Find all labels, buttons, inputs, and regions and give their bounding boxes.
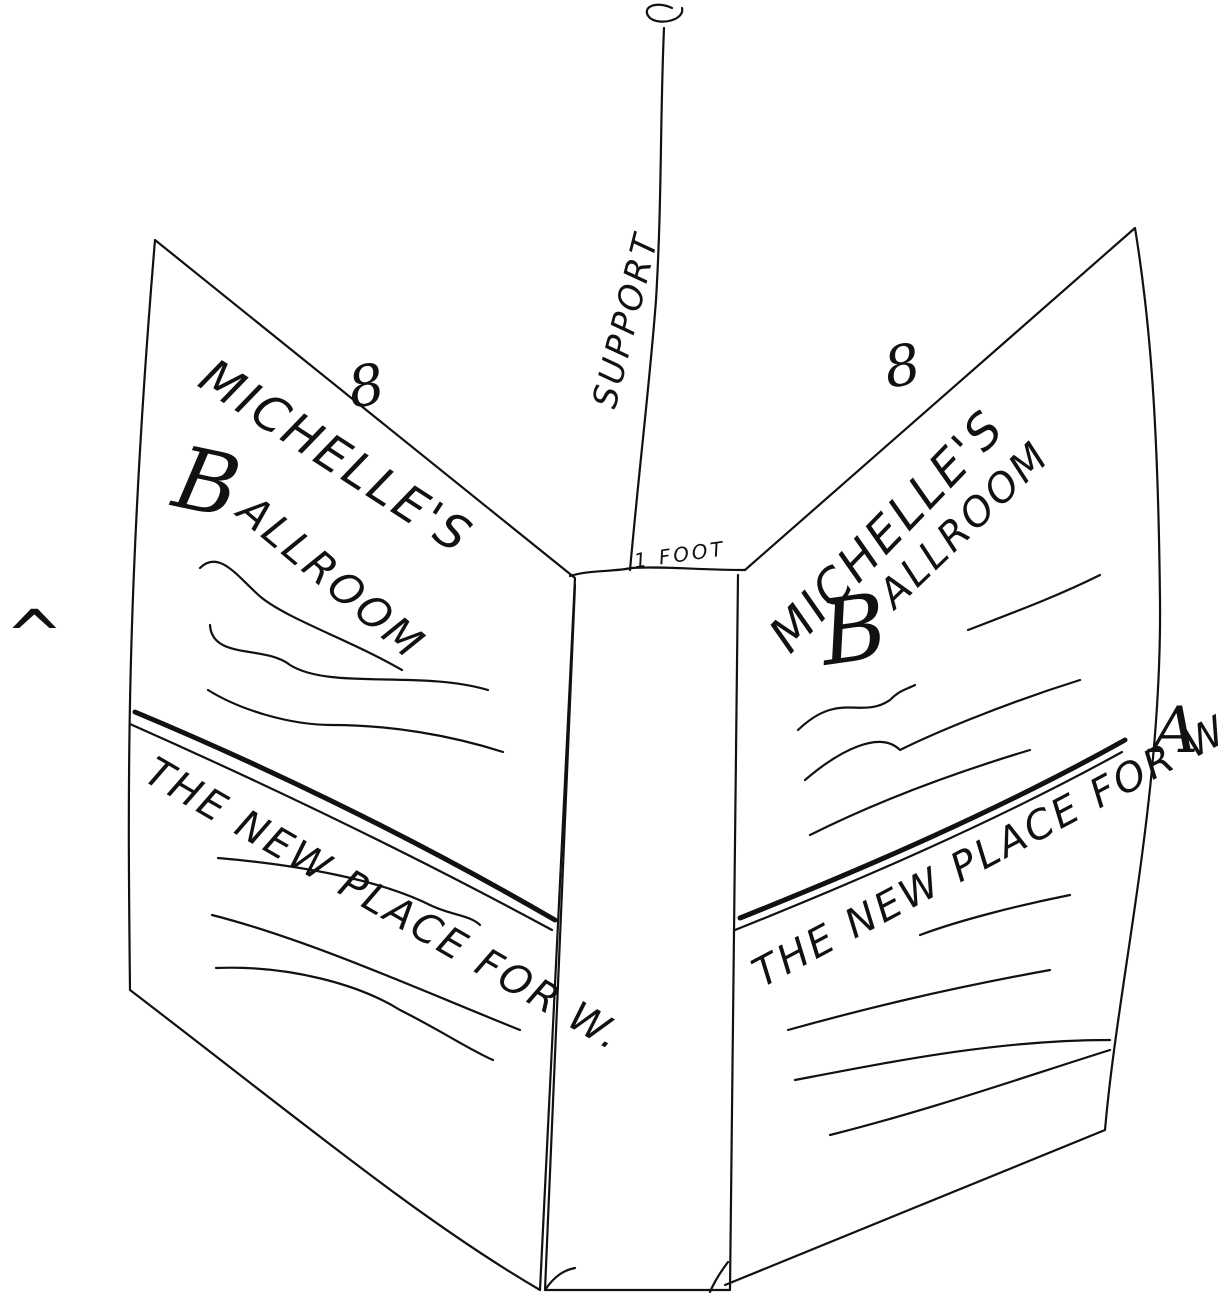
center-spine <box>545 575 738 1290</box>
support-hook <box>647 5 682 22</box>
right-tagline: THE NEW PLACE FOR W <box>745 707 1222 997</box>
right-scribble-7 <box>795 1040 1110 1080</box>
left-tagline: THE NEW PLACE FOR W. <box>137 749 631 1061</box>
spine-tick-2 <box>710 1262 728 1292</box>
right-scribble-2 <box>798 685 915 730</box>
right-scribble-6 <box>788 970 1050 1030</box>
left-scribble-6 <box>216 968 493 1060</box>
spine-tick <box>545 1268 575 1290</box>
right-scribble-3 <box>805 680 1080 780</box>
right-measure-mark: 8 <box>879 332 925 402</box>
left-scribble-2 <box>210 625 488 690</box>
left-scribble-3 <box>208 690 503 752</box>
right-scribble-8 <box>830 1050 1110 1135</box>
left-measure-mark: 8 <box>343 352 389 422</box>
left-edge-mark: ^ <box>5 595 67 677</box>
right-scribble-1 <box>968 575 1100 630</box>
